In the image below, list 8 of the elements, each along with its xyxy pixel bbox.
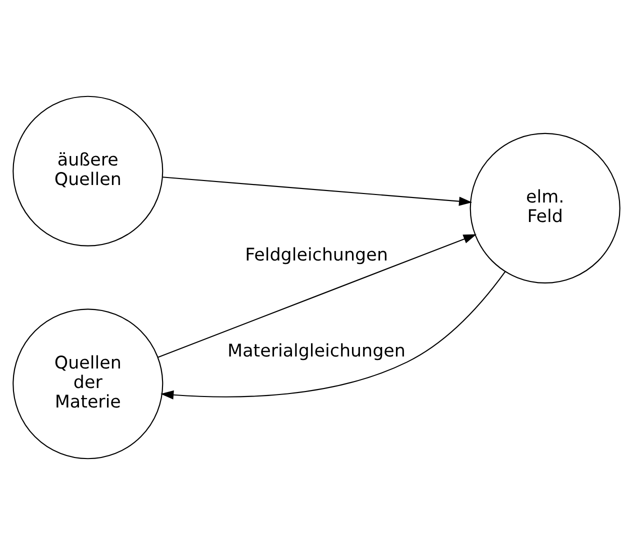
arrow (160, 270, 506, 399)
edge-label: Feldgleichungen (245, 244, 388, 265)
node-circle: Quellen der Materie (12, 308, 164, 459)
edge-label: Materialgleichungen (228, 340, 406, 361)
arrow (158, 234, 477, 358)
arrow (162, 176, 472, 206)
node-circle: äußere Quellen (12, 95, 164, 246)
node-circle: elm. Feld (470, 132, 620, 283)
